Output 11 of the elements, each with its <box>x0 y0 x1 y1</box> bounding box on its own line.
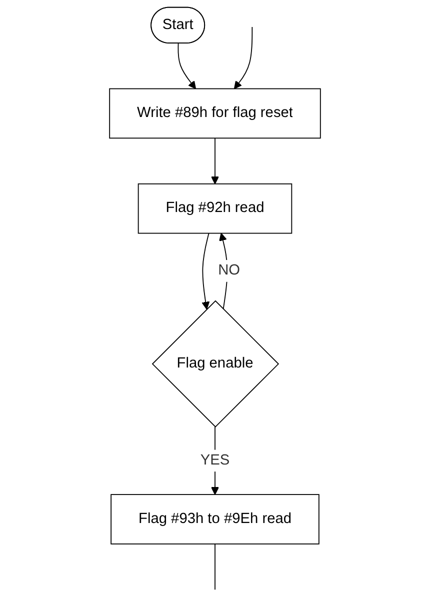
edge-label: YES <box>200 452 230 468</box>
node-box: Flag #93h to #9Eh read <box>110 494 320 544</box>
edge-label: NO <box>218 262 240 278</box>
arrow <box>210 138 220 184</box>
arrow <box>234 26 253 90</box>
arrow <box>202 232 210 310</box>
connector <box>214 543 216 590</box>
node-box: Flag #92h read <box>138 183 292 234</box>
arrow <box>178 43 196 90</box>
node-diamond: Flag enable <box>152 300 280 428</box>
node-box: Write #89h for flag reset <box>109 88 321 139</box>
